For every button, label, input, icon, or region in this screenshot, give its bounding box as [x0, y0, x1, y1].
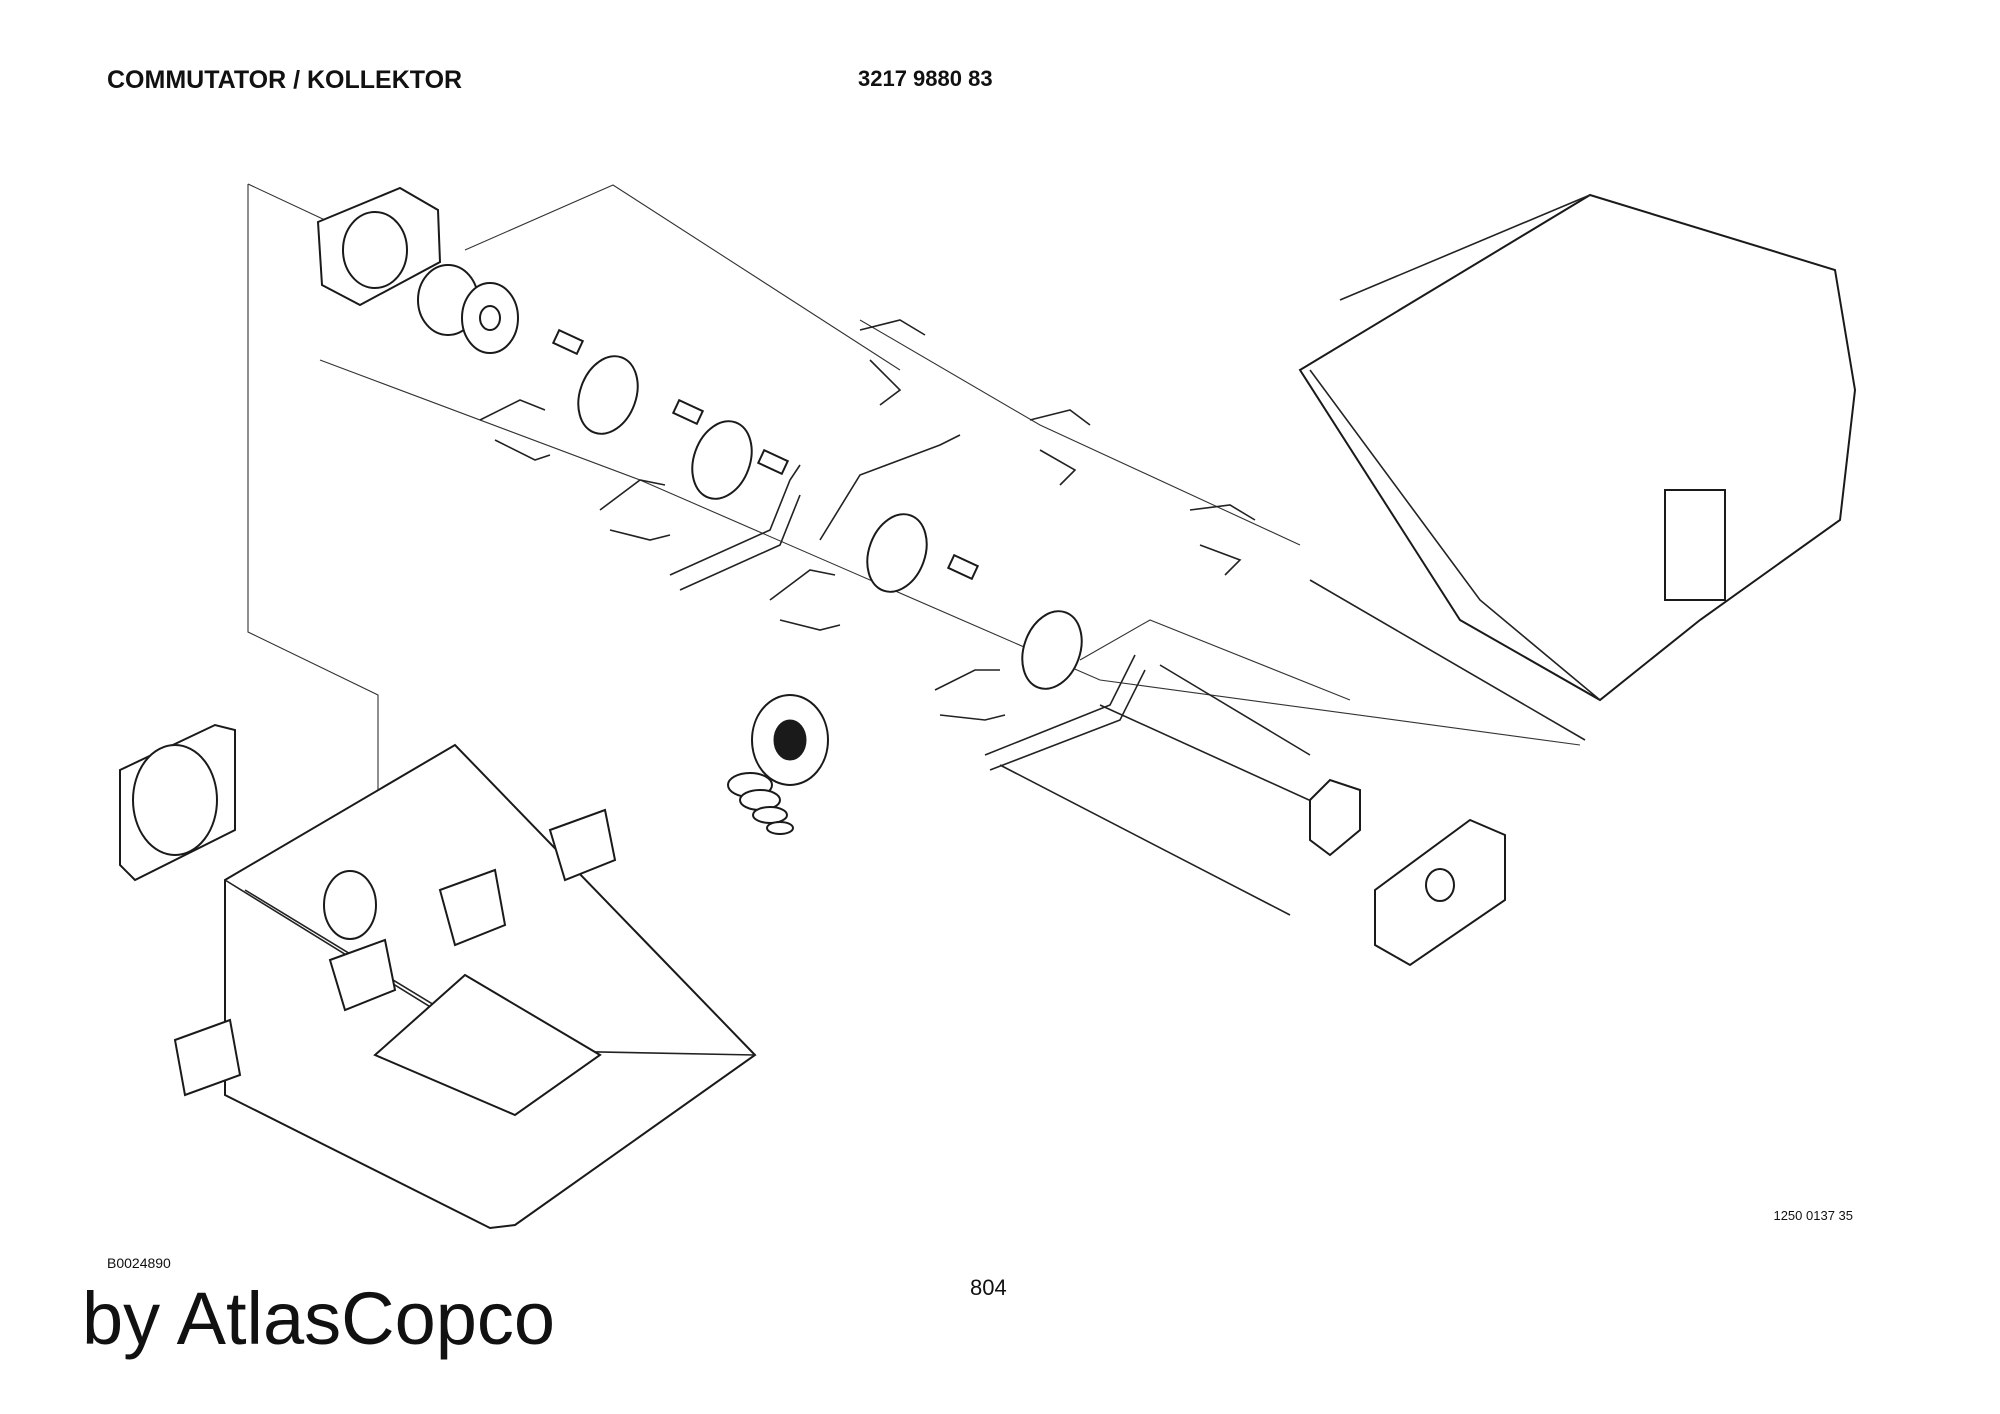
tie-rods	[999, 579, 1586, 916]
housing-cover	[1298, 193, 1857, 702]
brush-rings	[577, 355, 1083, 690]
figure-id: B0024890	[107, 1255, 171, 1271]
drawing-reference-code: 1250 0137 35	[1773, 1208, 1853, 1223]
base-housing	[173, 743, 757, 1230]
spacer-sleeves	[551, 328, 980, 581]
flange-plate-top	[316, 186, 442, 307]
page-title: COMMUTATOR / KOLLEKTOR	[107, 66, 463, 94]
brush-holders	[479, 319, 1256, 721]
bearing-flange	[417, 264, 519, 354]
part-number: 3217 9880 83	[858, 66, 993, 91]
brand-watermark: by AtlasCopco	[82, 1277, 556, 1360]
support-brackets	[669, 434, 1146, 771]
gasket-plate	[119, 723, 236, 882]
funnel-cone	[727, 694, 829, 835]
end-plate-right	[1309, 778, 1506, 967]
page-number: 804	[970, 1275, 1007, 1300]
